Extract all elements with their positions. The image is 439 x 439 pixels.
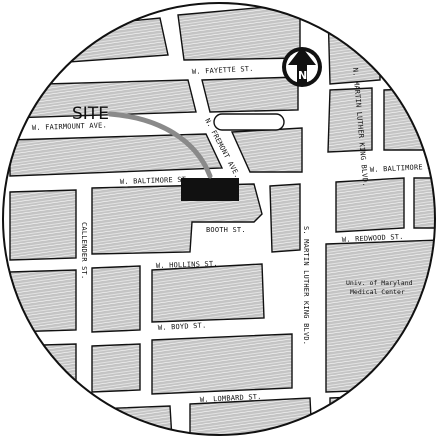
block <box>9 189 77 261</box>
landmark-label-umd-line2: Medical Center <box>350 288 405 296</box>
city-blocks <box>9 3 435 435</box>
block <box>151 263 265 323</box>
map-frame-circle <box>2 2 436 436</box>
north-arrow-icon: N <box>282 47 322 87</box>
site-leader-line <box>107 111 213 179</box>
landmark-label-umd-line1: Univ. of Maryland <box>346 279 413 287</box>
block <box>9 343 77 403</box>
block <box>335 177 405 233</box>
block <box>329 393 435 435</box>
block <box>201 76 299 113</box>
street-label-w-fayette: W. FAYETTE ST. <box>192 65 254 76</box>
block <box>91 265 141 333</box>
street-label-w-baltimore-right: W. BALTIMORE ST. <box>370 162 439 174</box>
site-building <box>181 178 239 201</box>
site-label: SITE <box>72 104 109 124</box>
block <box>327 87 373 153</box>
street-label-w-fairmount: W. FAIRMOUNT AVE. <box>32 121 107 132</box>
fairmount-ave-end <box>213 113 285 131</box>
street-label-callender: CALLENDER ST. <box>80 222 88 279</box>
street-label-w-baltimore-left: W. BALTIMORE ST. <box>120 176 191 186</box>
street-label-w-lombard: W. LOMBARD ST. <box>200 393 262 404</box>
north-arrow-label: N <box>298 69 307 82</box>
street-label-booth: BOOTH ST. <box>206 226 246 234</box>
street-label-s-mlk: S. MARTIN LUTHER KING BLVD. <box>302 226 310 345</box>
block <box>151 333 293 395</box>
block <box>9 133 224 177</box>
street-label-w-hollins: W. HOLLINS ST. <box>156 260 218 270</box>
street-label-w-boyd: W. BOYD ST. <box>158 321 207 332</box>
street-label-w-redwood: W. REDWOOD ST. <box>342 233 404 244</box>
block <box>325 239 435 393</box>
block <box>91 343 141 393</box>
block <box>91 183 263 255</box>
block <box>269 183 301 253</box>
